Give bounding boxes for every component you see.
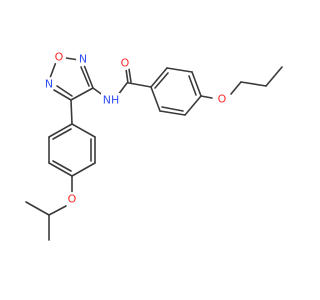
bond-bz2 — [166, 67, 193, 73]
bond-carbonyl-benzene — [128, 82, 152, 88]
bond-ph1 — [71, 123, 96, 138]
bond-bz3-double — [188, 75, 197, 96]
bond-o-propyl — [230, 81, 242, 95]
amide-nitrogen-label: NH — [103, 94, 120, 107]
bond-bz-oxygen — [200, 95, 213, 99]
bond-propyl-2 — [240, 81, 267, 87]
bonds — [25, 57, 283, 241]
ring-nitrogen-top-label: N — [79, 53, 87, 66]
bond-ph4-double — [52, 160, 72, 172]
bond-bz6 — [150, 86, 161, 112]
bond-ox-c3-n2-double — [80, 66, 90, 87]
bond-o-isopropyl — [48, 205, 67, 216]
bond-bz4 — [184, 95, 202, 116]
bond-bz1 — [150, 67, 168, 88]
bond-c4-phenyl — [70, 99, 73, 125]
ring-nitrogen-left-label: N — [45, 78, 53, 91]
propoxy-oxygen-atom: O — [215, 92, 229, 106]
bond-bz5-double — [161, 106, 184, 112]
bond-ox-c3-n2 — [83, 64, 94, 89]
isopropoxy-oxygen-atom: O — [65, 192, 79, 206]
ring-oxygen-atom: O — [52, 50, 66, 64]
carbonyl-oxygen-label: O — [121, 57, 130, 70]
carbonyl-oxygen-atom: O — [118, 56, 132, 70]
bond-ph3 — [71, 162, 96, 177]
ring-oxygen-label: O — [55, 51, 64, 64]
ring-nitrogen-top-atom: N — [76, 52, 90, 66]
atom-labels: O NH O N N O O — [42, 50, 229, 206]
bond-ox-o1-n5 — [49, 61, 57, 79]
bond-ph4 — [48, 162, 73, 177]
bond-bz5 — [159, 110, 186, 116]
propoxy-oxygen-label: O — [218, 93, 227, 106]
bond-carbonyl-1 — [125, 68, 129, 84]
bond-bz1-double — [154, 72, 169, 89]
bond-isopropyl-me1 — [25, 201, 50, 216]
amide-nitrogen-atom: NH — [101, 93, 120, 107]
bond-carbonyl-2 — [128, 68, 132, 83]
ring-nitrogen-left-atom: N — [42, 77, 56, 91]
bond-ox-n5-c4-double — [56, 85, 73, 97]
bond-bz3 — [191, 71, 202, 97]
bond-ox-c4-c3 — [70, 87, 94, 101]
bond-propyl-3 — [265, 66, 283, 87]
bond-ph6-double — [52, 128, 72, 140]
isopropoxy-oxygen-label: O — [68, 193, 77, 206]
bond-ox-n5-c4 — [53, 89, 72, 101]
bond-ph6 — [48, 123, 73, 138]
molecule-structure: O NH O N N O O — [25, 50, 283, 241]
